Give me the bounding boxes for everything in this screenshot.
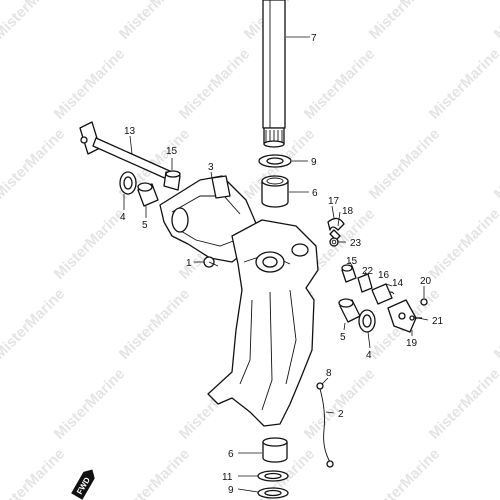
callout-3: 3 [208,162,214,173]
bush-part-15-upper [163,170,181,191]
callout-4: 4 [366,350,372,361]
seal-part-4-lower [358,309,376,333]
callout-7: 7 [311,33,317,44]
driveshaft-part-7 [262,0,286,148]
callout-19: 19 [406,338,418,349]
callout-15: 15 [166,146,178,157]
watermark-text: MisterMarine [301,45,378,122]
ground-wire-part-8 [316,382,334,468]
watermark-text: MisterMarine [116,445,193,500]
watermark-text: MisterMarine [116,285,193,362]
callout-5: 5 [142,220,148,231]
watermark-text: MisterMarine [491,125,500,202]
bushing-part-6-upper [261,175,289,208]
callout-13: 13 [124,126,136,137]
washer-part-9-lower [257,487,289,499]
callout-22: 22 [362,266,374,277]
callout-1: 1 [186,258,192,269]
callout-4: 4 [120,212,126,223]
callout-9: 9 [311,157,317,168]
watermark-text: MisterMarine [0,0,68,43]
watermark-text: MisterMarine [491,285,500,362]
callout-6: 6 [312,188,318,199]
watermark-text: MisterMarine [426,365,500,442]
watermark-text: MisterMarine [51,45,128,122]
callout-20: 20 [420,276,432,287]
watermark-text: MisterMarine [491,445,500,500]
swivel-case-part-2 [207,219,319,427]
washer-part-11 [257,470,289,482]
watermark-text: MisterMarine [176,45,253,122]
watermark-text: MisterMarine [301,365,378,442]
callout-2: 2 [338,409,344,420]
watermark-text: MisterMarine [51,205,128,282]
clip-part-17 [327,217,345,231]
bushing-part-5-upper [137,182,159,207]
watermark-text: MisterMarine [116,0,193,43]
callout-14: 14 [392,278,404,289]
callout-6: 6 [228,449,234,460]
watermark-text: MisterMarine [0,285,68,362]
fwd-direction-badge: FWD [71,469,95,500]
callout-23: 23 [350,238,362,249]
callout-8: 8 [326,368,332,379]
lever-part-14 [371,283,393,305]
watermark-text: MisterMarine [0,45,3,122]
callout-21: 21 [432,316,444,327]
callout-labels: 7 13 15 9 3 6 4 5 17 18 23 1 15 22 16 14… [120,33,444,496]
callout-17: 17 [328,196,340,207]
callout-15: 15 [346,256,358,267]
watermark-text: MisterMarine [0,125,68,202]
bushing-part-6-lower [262,437,288,463]
watermark-text: MisterMarine [0,205,3,282]
watermark-text: MisterMarine [366,125,443,202]
callout-11: 11 [222,472,233,483]
watermark-text: MisterMarine [491,0,500,43]
leader-lines [123,36,429,493]
callout-18: 18 [342,206,354,217]
watermark-text: MisterMarine [366,445,443,500]
watermark-text: MisterMarine [0,365,3,442]
watermark-text: MisterMarine [366,0,443,43]
callout-5: 5 [340,332,346,343]
callout-9: 9 [228,485,234,496]
lock-plate-part-19 [387,299,417,333]
watermark-text: MisterMarine [0,445,68,500]
bush-part-15-lower [341,264,357,283]
watermark-text: MisterMarine [426,45,500,122]
cap-part-20 [420,298,428,306]
watermark-text: MisterMarine [51,365,128,442]
watermark-text: MisterMarine [426,205,500,282]
nut-part-23 [329,237,339,247]
seal-part-4-upper [119,171,137,195]
washer-part-9-upper [258,154,292,168]
bushing-part-5-lower [338,298,361,323]
callout-16: 16 [378,270,390,281]
